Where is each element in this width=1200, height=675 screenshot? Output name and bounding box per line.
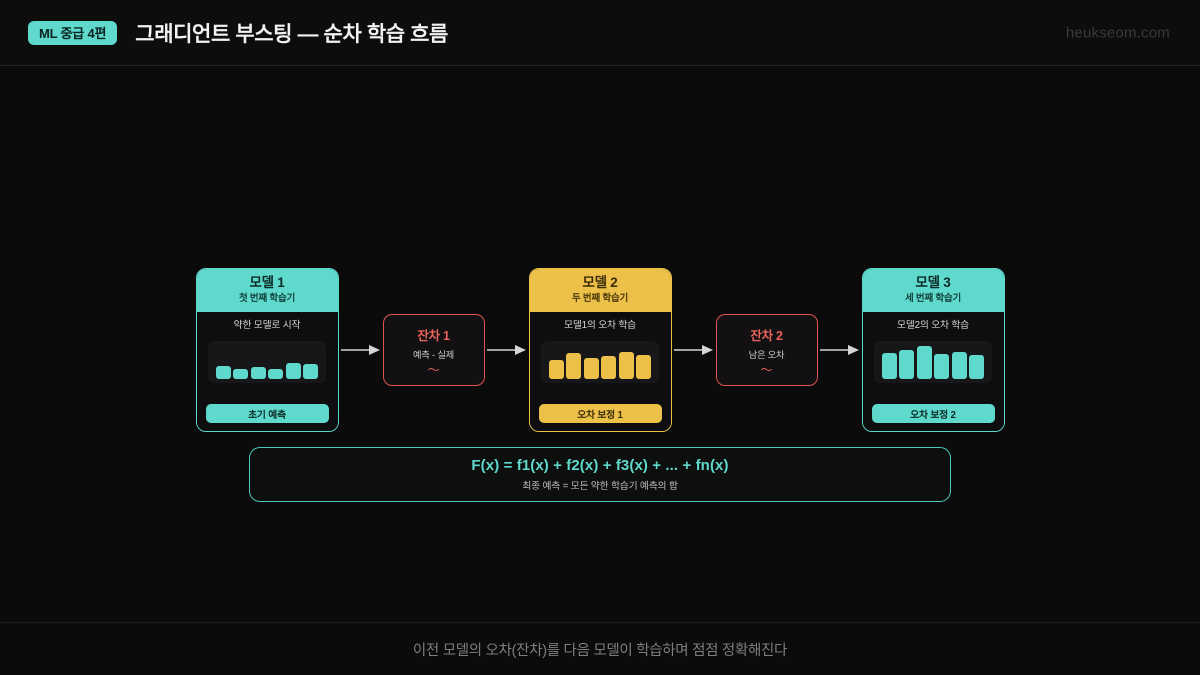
arrow-right-icon <box>672 343 716 357</box>
residual-box-1-symbol: 〜 <box>427 363 440 378</box>
boosting-flow: 모델 1 첫 번째 학습기 약한 모델로 시작 초기 예측 잔차 1 예측 - … <box>0 268 1200 432</box>
model-card-3-title: 모델 3 <box>915 275 951 290</box>
model-card-2: 모델 2 두 번째 학습기 모델1의 오차 학습 오차 보정 1 <box>528 268 672 432</box>
bar <box>951 351 967 379</box>
formula-expression: F(x) = f1(x) + f2(x) + f3(x) + ... + fn(… <box>471 457 729 474</box>
model-card-3-description: 모델2의 오차 학습 <box>897 320 969 332</box>
model-card-1-body: 약한 모델로 시작 초기 예측 <box>196 312 338 431</box>
model-card-1-description: 약한 모델로 시작 <box>233 320 301 332</box>
arrow-right-icon <box>339 343 383 357</box>
residual-box-1-title: 잔차 1 <box>417 329 450 344</box>
model-card-3-body: 모델2의 오차 학습 오차 보정 2 <box>862 312 1004 431</box>
series-badge: ML 중급 4편 <box>28 20 118 45</box>
model-card-1-bar-chart <box>208 340 326 383</box>
residual-box-1-subtitle: 예측 - 실제 <box>412 350 455 361</box>
bar <box>916 345 932 379</box>
model-card-1-title: 모델 1 <box>249 275 285 290</box>
bar <box>566 352 582 379</box>
formula-caption: 최종 예측 = 모든 약한 학습기 예측의 합 <box>522 481 678 492</box>
bar <box>618 351 634 379</box>
page-title: 그래디언트 부스팅 — 순차 학습 흐름 <box>135 22 448 46</box>
model-card-3-footer-chip: 오차 보정 2 <box>871 404 995 423</box>
model-card-2-header: 모델 2 두 번째 학습기 <box>529 269 671 313</box>
model-card-2-subtitle: 두 번째 학습기 <box>571 292 629 304</box>
site-watermark: heukseom.com <box>1065 24 1170 41</box>
model-card-2-footer-chip: 오차 보정 1 <box>538 404 662 423</box>
bar <box>636 354 652 379</box>
bar <box>881 352 897 379</box>
footer-caption: 이전 모델의 오차(잔차)를 다음 모델이 학습하며 점점 정확해진다 <box>412 642 788 659</box>
bar <box>303 363 319 379</box>
residual-box-2-symbol: 〜 <box>760 363 773 378</box>
model-card-3: 모델 3 세 번째 학습기 모델2의 오차 학습 오차 보정 2 <box>861 268 1005 432</box>
footer-bar: 이전 모델의 오차(잔차)를 다음 모델이 학습하며 점점 정확해진다 <box>0 622 1200 675</box>
residual-box-2: 잔차 2 남은 오차 〜 <box>715 314 818 386</box>
bar <box>250 366 266 379</box>
bar <box>285 362 301 379</box>
model-card-3-header: 모델 3 세 번째 학습기 <box>862 269 1004 313</box>
arrow-right-icon <box>485 343 529 357</box>
model-card-2-title: 모델 2 <box>582 275 618 290</box>
model-card-3-bar-chart <box>874 340 992 383</box>
model-card-3-subtitle: 세 번째 학습기 <box>904 292 962 304</box>
bar <box>548 359 564 379</box>
model-card-1-subtitle: 첫 번째 학습기 <box>238 292 296 304</box>
model-card-1: 모델 1 첫 번째 학습기 약한 모델로 시작 초기 예측 <box>195 268 339 432</box>
residual-box-1: 잔차 1 예측 - 실제 〜 <box>382 314 485 386</box>
bar <box>215 365 231 379</box>
bar <box>934 353 950 379</box>
residual-box-2-title: 잔차 2 <box>750 329 783 344</box>
formula-box: F(x) = f1(x) + f2(x) + f3(x) + ... + fn(… <box>249 447 951 502</box>
bar <box>233 368 249 379</box>
arrow-right-icon <box>818 343 862 357</box>
model-card-2-bar-chart <box>541 340 659 383</box>
bar <box>268 368 284 379</box>
model-card-2-description: 모델1의 오차 학습 <box>564 320 636 332</box>
model-card-2-body: 모델1의 오차 학습 오차 보정 1 <box>529 312 671 431</box>
model-card-1-header: 모델 1 첫 번째 학습기 <box>196 269 338 313</box>
bar <box>601 355 617 379</box>
model-card-1-footer-chip: 초기 예측 <box>205 404 329 423</box>
bar <box>899 349 915 379</box>
residual-box-2-subtitle: 남은 오차 <box>748 350 785 361</box>
header-bar: ML 중급 4편 그래디언트 부스팅 — 순차 학습 흐름 heukseom.c… <box>0 0 1200 66</box>
bar <box>969 354 985 379</box>
bar <box>583 357 599 379</box>
